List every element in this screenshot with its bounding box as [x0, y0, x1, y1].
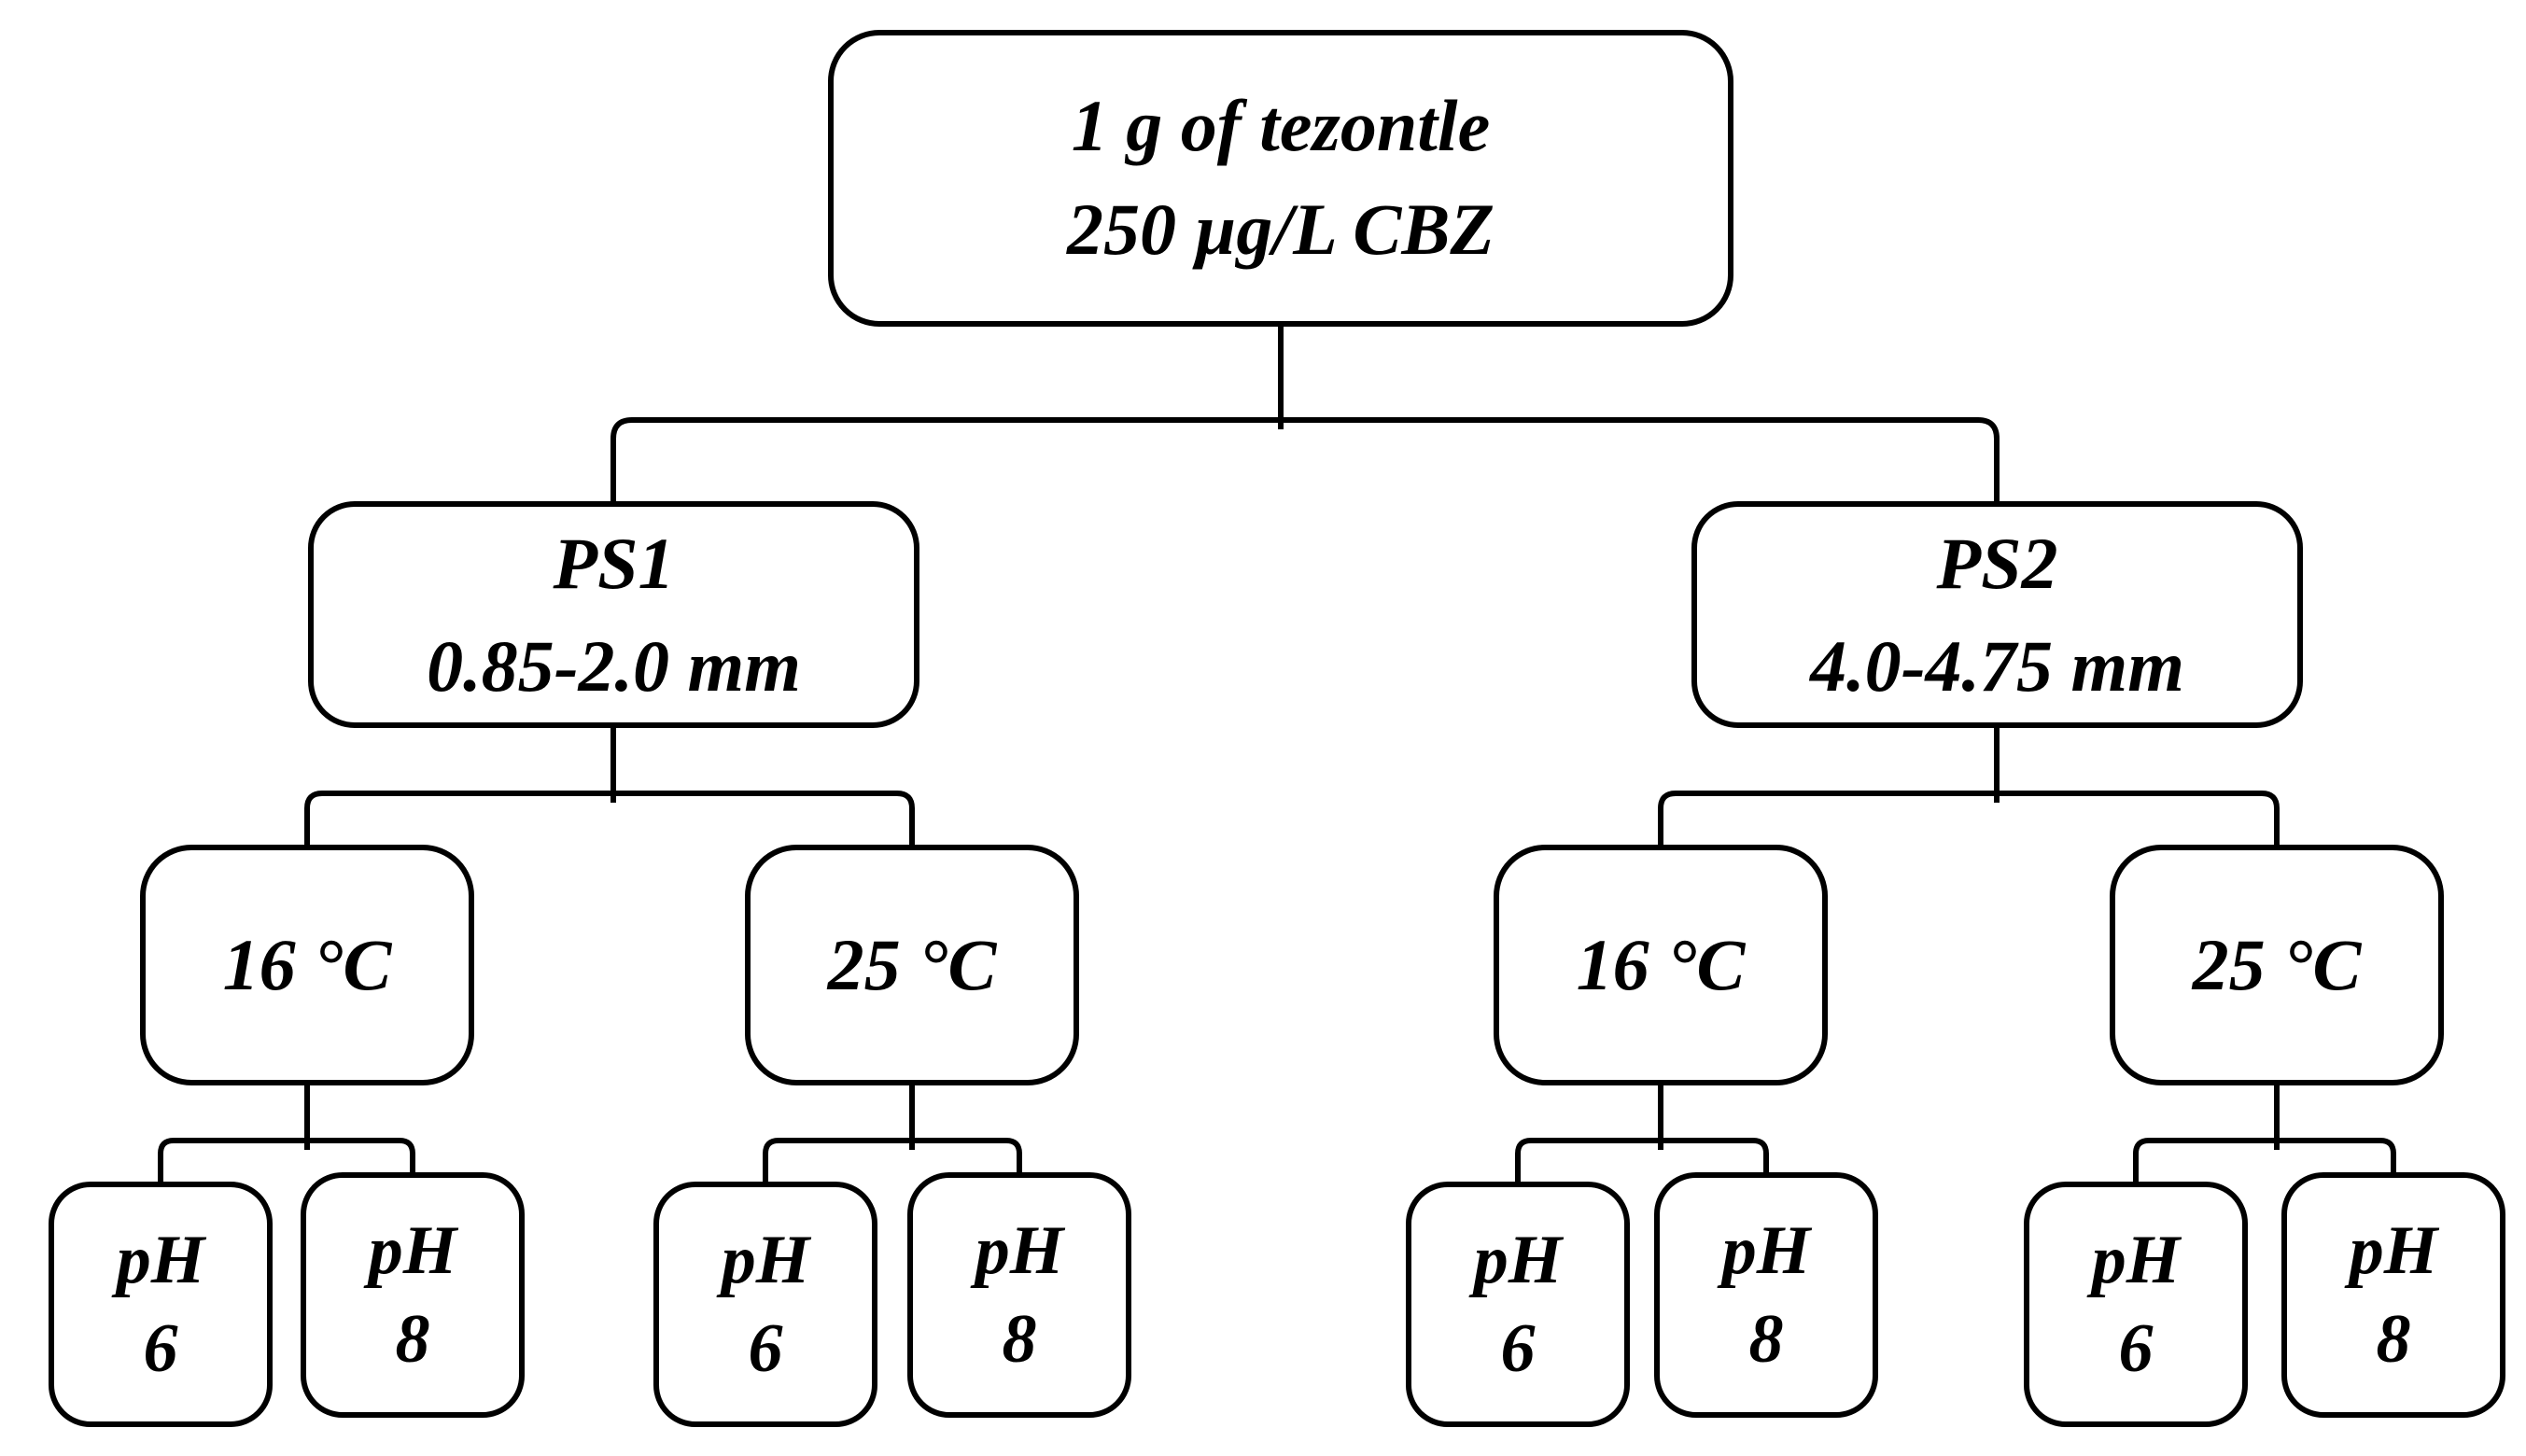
connector-ps1-bracket — [304, 791, 915, 851]
node-root: 1 g of tezontle 250 µg/L CBZ — [828, 30, 1733, 327]
node-ph6-under-ps1-16c: pH 6 — [49, 1182, 273, 1427]
node-temp-ps2-25c: 25 °C — [2110, 845, 2444, 1085]
node-temp-ps2-16c-label: 16 °C — [1576, 924, 1746, 1006]
ph-value: 8 — [1002, 1300, 1037, 1378]
node-temp-ps2-16c: 16 °C — [1494, 845, 1828, 1085]
node-ph6-under-ps2-16c: pH 6 — [1406, 1182, 1630, 1427]
node-ps2: PS2 4.0-4.75 mm — [1691, 501, 2303, 728]
ph-word: pH — [116, 1221, 205, 1298]
node-ph8-under-ps1-16c: pH 8 — [301, 1172, 525, 1418]
node-ph6-under-ps2-25c: pH 6 — [2024, 1182, 2248, 1427]
node-temp-ps1-25c: 25 °C — [745, 845, 1079, 1085]
ph-word: pH — [975, 1211, 1064, 1289]
node-temp-ps1-25c-label: 25 °C — [827, 924, 997, 1006]
connector-temp4-bracket — [2133, 1138, 2396, 1187]
ph-word: pH — [2349, 1211, 2438, 1289]
ph-word: pH — [1473, 1221, 1563, 1298]
ph-value: 8 — [1748, 1300, 1784, 1378]
connector-temp1-bracket — [158, 1138, 415, 1187]
ph-value: 8 — [395, 1300, 430, 1378]
node-ps1-line2: 0.85-2.0 mm — [427, 624, 801, 707]
ph-value: 6 — [1500, 1309, 1536, 1387]
ph-value: 6 — [748, 1309, 783, 1387]
connector-temp3-bracket — [1515, 1138, 1769, 1187]
connector-root-bracket — [610, 417, 2000, 509]
ph-word: pH — [721, 1221, 810, 1298]
node-ps1-line1: PS1 — [553, 523, 675, 605]
node-temp-ps1-16c: 16 °C — [140, 845, 474, 1085]
connector-ps2-bracket — [1658, 791, 2280, 851]
ph-value: 6 — [2118, 1309, 2154, 1387]
ph-value: 8 — [2376, 1300, 2411, 1378]
node-ph8-under-ps1-25c: pH 8 — [907, 1172, 1131, 1418]
ph-word: pH — [1721, 1211, 1811, 1289]
node-ps2-line1: PS2 — [1936, 523, 2058, 605]
node-ps2-line2: 4.0-4.75 mm — [1810, 624, 2184, 707]
node-ph8-under-ps2-16c: pH 8 — [1654, 1172, 1878, 1418]
ph-value: 6 — [143, 1309, 178, 1387]
node-root-line1: 1 g of tezontle — [1071, 85, 1491, 167]
ph-word: pH — [2091, 1221, 2181, 1298]
node-temp-ps1-16c-label: 16 °C — [222, 924, 392, 1006]
ph-word: pH — [368, 1211, 457, 1289]
connector-temp2-bracket — [763, 1138, 1022, 1187]
node-ph8-under-ps2-25c: pH 8 — [2281, 1172, 2505, 1418]
node-temp-ps2-25c-label: 25 °C — [2192, 924, 2362, 1006]
node-ps1: PS1 0.85-2.0 mm — [308, 501, 919, 728]
node-root-line2: 250 µg/L CBZ — [1066, 189, 1495, 270]
node-ph6-under-ps1-25c: pH 6 — [653, 1182, 877, 1427]
